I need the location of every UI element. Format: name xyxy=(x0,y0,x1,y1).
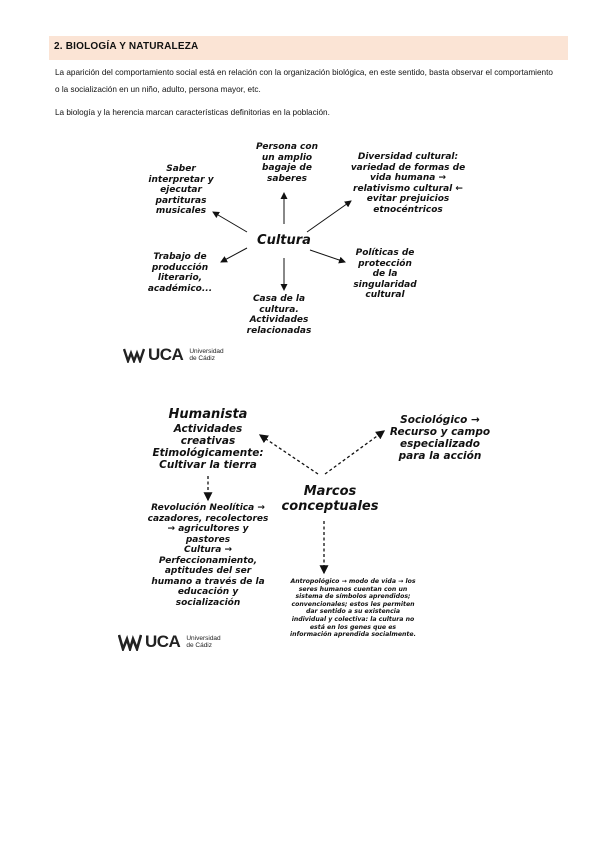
node-casa-cultura: Casa de la cultura. Actividades relacion… xyxy=(246,294,312,336)
arrow-to-bottom-left xyxy=(220,247,248,263)
arrow-to-bottom-right xyxy=(309,249,346,264)
node-interpretar-partituras: Saber interpretar y ejecutar partituras … xyxy=(148,164,214,216)
node-politicas-proteccion: Políticas de protección de la singularid… xyxy=(353,248,417,300)
uca-logo-text: UCA xyxy=(148,345,184,364)
uca-logo-text: UCA xyxy=(145,632,181,651)
arrow-to-humanista xyxy=(258,434,319,475)
section-heading: 2. BIOLOGÍA Y NATURALEZA xyxy=(49,36,568,60)
uca-logo-2: UCA Universidad de Cádiz xyxy=(118,632,221,652)
paragraph-biology-social: La aparición del comportamiento social e… xyxy=(55,68,553,94)
node-cultura: Cultura xyxy=(257,233,311,248)
node-persona-bagaje: Persona con un amplio bagaje de saberes xyxy=(256,142,318,184)
node-antropologico: Antropológico → modo de vida → los seres… xyxy=(290,578,416,639)
uca-logo-1: UCA Universidad de Cádiz xyxy=(123,345,224,365)
paragraph-heredity: La biología y la herencia marcan caracte… xyxy=(55,108,330,117)
uca-logo-subtitle: Universidad de Cádiz xyxy=(186,635,221,649)
node-marcos-conceptuales: Marcos conceptuales xyxy=(281,484,379,514)
uca-logo-subtitle: Universidad de Cádiz xyxy=(189,348,224,362)
node-humanista-title: Humanista xyxy=(168,407,248,422)
uca-emblem-icon xyxy=(118,634,142,651)
node-humanista-text: Actividades creativas Etimológicamente: … xyxy=(152,423,264,471)
node-trabajo-produccion: Trabajo de producción literario, académi… xyxy=(147,252,213,294)
arrow-to-sociologico xyxy=(324,430,386,475)
node-diversidad-cultural: Diversidad cultural: variedad de formas … xyxy=(350,152,466,215)
node-sociologico: Sociológico → Recurso y campo especializ… xyxy=(389,414,491,462)
cultura-arrows xyxy=(212,192,352,291)
arrow-to-top-right xyxy=(306,200,352,233)
uca-emblem-icon xyxy=(123,348,145,363)
arrow-to-top-left xyxy=(212,211,248,233)
marcos-arrows xyxy=(203,430,386,575)
node-revolucion-neolitica: Revolución Neolítica → cazadores, recole… xyxy=(147,503,269,608)
